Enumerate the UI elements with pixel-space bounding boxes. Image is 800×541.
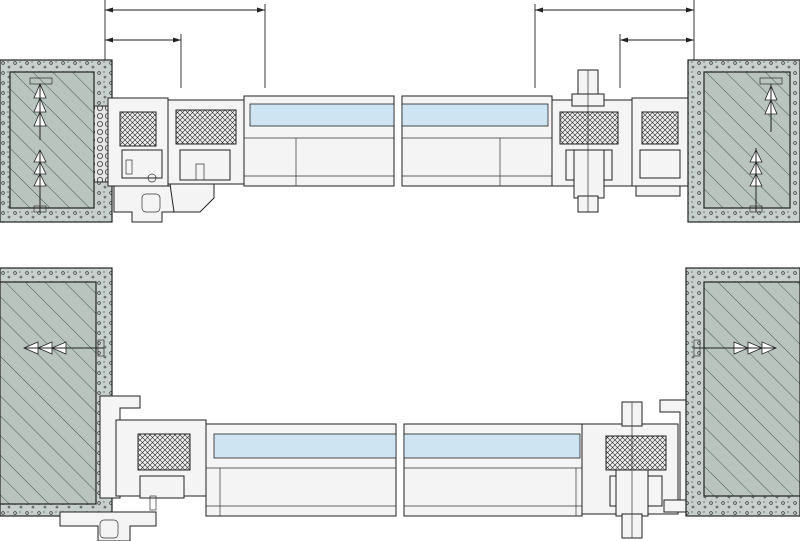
bottom-right-wall (685, 267, 800, 517)
top-left-sash-profile (167, 99, 245, 213)
bottom-right-sash-profile (581, 401, 679, 539)
wall-anchor-icon (693, 339, 778, 357)
top-right-wall (687, 59, 800, 223)
top-left-frame-profile (107, 97, 175, 223)
top-right-sash-profile (551, 69, 633, 213)
top-section (0, 0, 800, 223)
bottom-section (0, 267, 800, 541)
wall-anchor-icon (33, 149, 47, 213)
bottom-left-wall (0, 267, 113, 517)
hinge-icon (615, 401, 649, 539)
bottom-left-frame-profile (59, 395, 207, 541)
top-dimension-lines (104, 0, 695, 88)
bottom-glass-pane (205, 423, 583, 517)
top-left-wall (0, 59, 113, 223)
wall-anchor-icon (22, 339, 105, 357)
wall-anchor-icon (29, 77, 53, 140)
top-right-frame-profile (631, 97, 689, 197)
hinge-icon (571, 69, 605, 213)
wall-anchor-icon (759, 77, 783, 132)
top-glass-pane (243, 95, 553, 187)
wall-anchor-icon (749, 148, 763, 213)
